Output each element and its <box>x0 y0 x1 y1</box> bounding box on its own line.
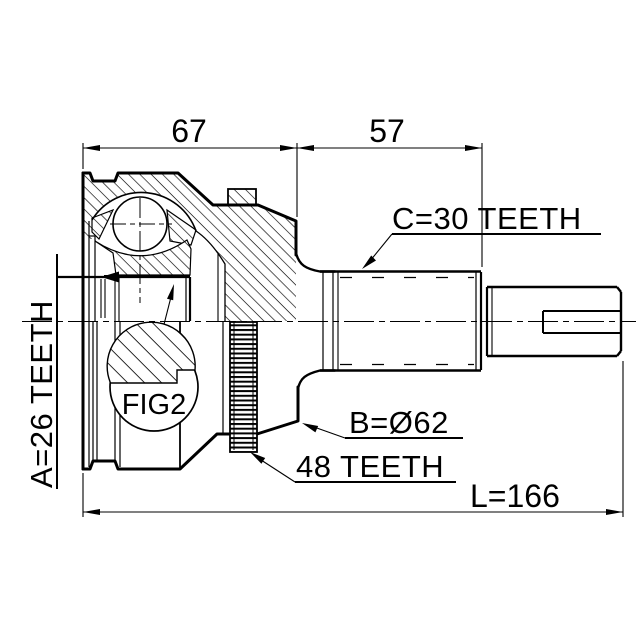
dim-57-label: 57 <box>369 113 405 149</box>
inner-spline-label: A=26 TEETH <box>24 300 59 488</box>
outer-race-housing-section <box>83 173 296 321</box>
center-lines <box>22 198 636 323</box>
housing-outline <box>81 171 337 471</box>
fig2-seal-section <box>106 321 196 384</box>
label-inner-spline: A=26 TEETH <box>24 254 190 489</box>
fig2-detail: FIG2 <box>106 284 199 432</box>
dim-L166-label: L=166 <box>470 478 560 514</box>
dimension-67 <box>82 143 298 217</box>
fig2-leader-arrow <box>167 284 174 301</box>
abs-tooth-ring <box>229 321 258 453</box>
neck-fillet-top <box>294 251 337 273</box>
dimension-L166 <box>82 361 624 517</box>
fig2-label: FIG2 <box>122 389 186 421</box>
outer-diameter-label: B=Ø62 <box>349 405 449 440</box>
cage-wedge-right <box>166 208 197 246</box>
abs-ring-section-block <box>227 188 257 207</box>
dim-67-label: 67 <box>171 113 207 149</box>
stub-shaft-spline <box>320 270 483 372</box>
dimension-57 <box>297 143 483 267</box>
abs-ring-label: 48 TEETH <box>296 449 444 484</box>
label-abs-ring: 48 TEETH <box>250 449 456 484</box>
neck-fillet-bottom <box>296 369 337 391</box>
cage-wedge-left <box>91 208 115 241</box>
label-outer-spline: C=30 TEETH <box>362 201 601 269</box>
label-outer-diameter: B=Ø62 <box>302 405 463 440</box>
outer-spline-label: C=30 TEETH <box>392 201 582 236</box>
shaft-end-threaded-section <box>485 285 623 358</box>
